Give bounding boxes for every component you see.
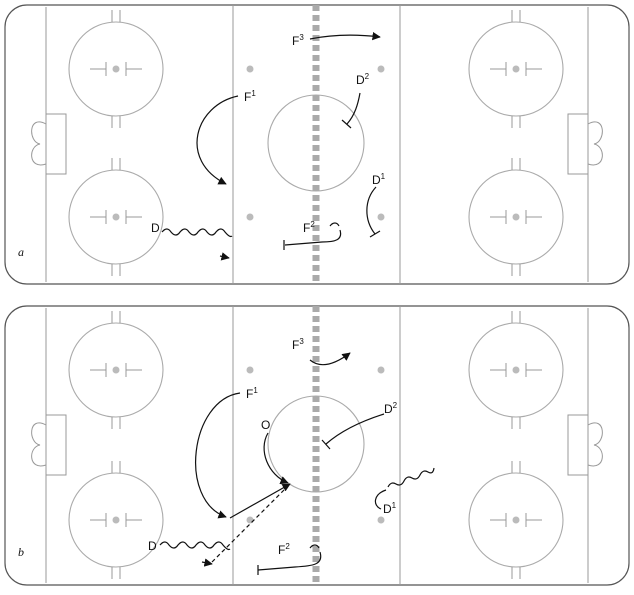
pass-dashed-b <box>211 487 287 563</box>
stop-d2-a <box>341 119 352 129</box>
path-o-b <box>263 432 289 485</box>
faceoff-dot <box>377 366 385 374</box>
panel-label-b: b <box>18 545 24 559</box>
goal-net-right <box>587 121 603 166</box>
label-d1-a: D1 <box>372 172 386 187</box>
rink-panel-a: F3 D2 F1 D1 F2 D a <box>4 4 630 285</box>
path-d-b <box>159 541 231 551</box>
pivot-f2-b <box>309 544 320 549</box>
goal-net-left <box>31 422 47 467</box>
label-f2-b: F2 <box>278 542 290 557</box>
label-f1-a: F1 <box>244 89 256 104</box>
path-d2-b <box>325 413 385 445</box>
label-d-a: D <box>151 221 160 235</box>
faceoff-circle-b-tr <box>468 311 564 429</box>
label-f3-b: F3 <box>292 337 304 352</box>
rink-panel-b: F3 F1 D2 O D1 D F2 b <box>4 305 630 586</box>
faceoff-circle-a-br <box>468 158 564 276</box>
panel-label-a: a <box>18 245 24 259</box>
faceoff-dot <box>377 516 385 524</box>
pivot-f2-a <box>329 222 340 227</box>
faceoff-dot <box>246 366 254 374</box>
pass-b <box>229 483 291 519</box>
faceoff-circle-b-bl <box>68 461 164 579</box>
goal-crease-right <box>567 414 588 476</box>
faceoff-circle-a-tl <box>68 10 164 128</box>
center-circle <box>267 94 365 192</box>
label-d2-b: D2 <box>384 401 398 416</box>
path-f3-a <box>309 31 381 41</box>
path-f1-a <box>196 95 239 185</box>
goal-net-left <box>31 121 47 166</box>
path-d2-a <box>346 92 361 125</box>
goal-crease-left <box>46 113 67 175</box>
center-circle <box>267 395 365 493</box>
goal-crease-left <box>46 414 67 476</box>
path-d-a <box>161 228 233 238</box>
label-f1-b: F1 <box>246 386 258 401</box>
faceoff-dot <box>377 65 385 73</box>
path-d1-a <box>366 186 377 235</box>
faceoff-dot <box>377 213 385 221</box>
label-f2-a: F2 <box>303 220 315 235</box>
path-d1-b <box>374 489 387 510</box>
arrow-d-b <box>201 558 213 567</box>
faceoff-dot <box>246 516 254 524</box>
path-f3-b <box>309 352 351 366</box>
faceoff-circle-a-tr <box>468 10 564 128</box>
goal-crease-right <box>567 113 588 175</box>
faceoff-circle-b-br <box>468 461 564 579</box>
label-d2-a: D2 <box>356 72 370 87</box>
goal-net-right <box>587 422 603 467</box>
label-f3-a: F3 <box>292 33 304 48</box>
label-d1-b: D1 <box>383 501 397 516</box>
faceoff-dot <box>246 65 254 73</box>
faceoff-circle-b-tl <box>68 311 164 429</box>
arrow-d-a <box>219 252 230 261</box>
faceoff-circle-a-bl <box>68 158 164 276</box>
label-o-b: O <box>261 418 270 432</box>
path-f2-b <box>257 551 322 571</box>
stop-d1-a <box>369 230 381 238</box>
path-f1-b <box>195 392 241 519</box>
stop-d2-b <box>321 439 331 450</box>
faceoff-dot <box>246 213 254 221</box>
label-d-b: D <box>148 539 157 553</box>
path-f2-a <box>284 229 342 246</box>
wave-d1-b <box>387 467 435 488</box>
